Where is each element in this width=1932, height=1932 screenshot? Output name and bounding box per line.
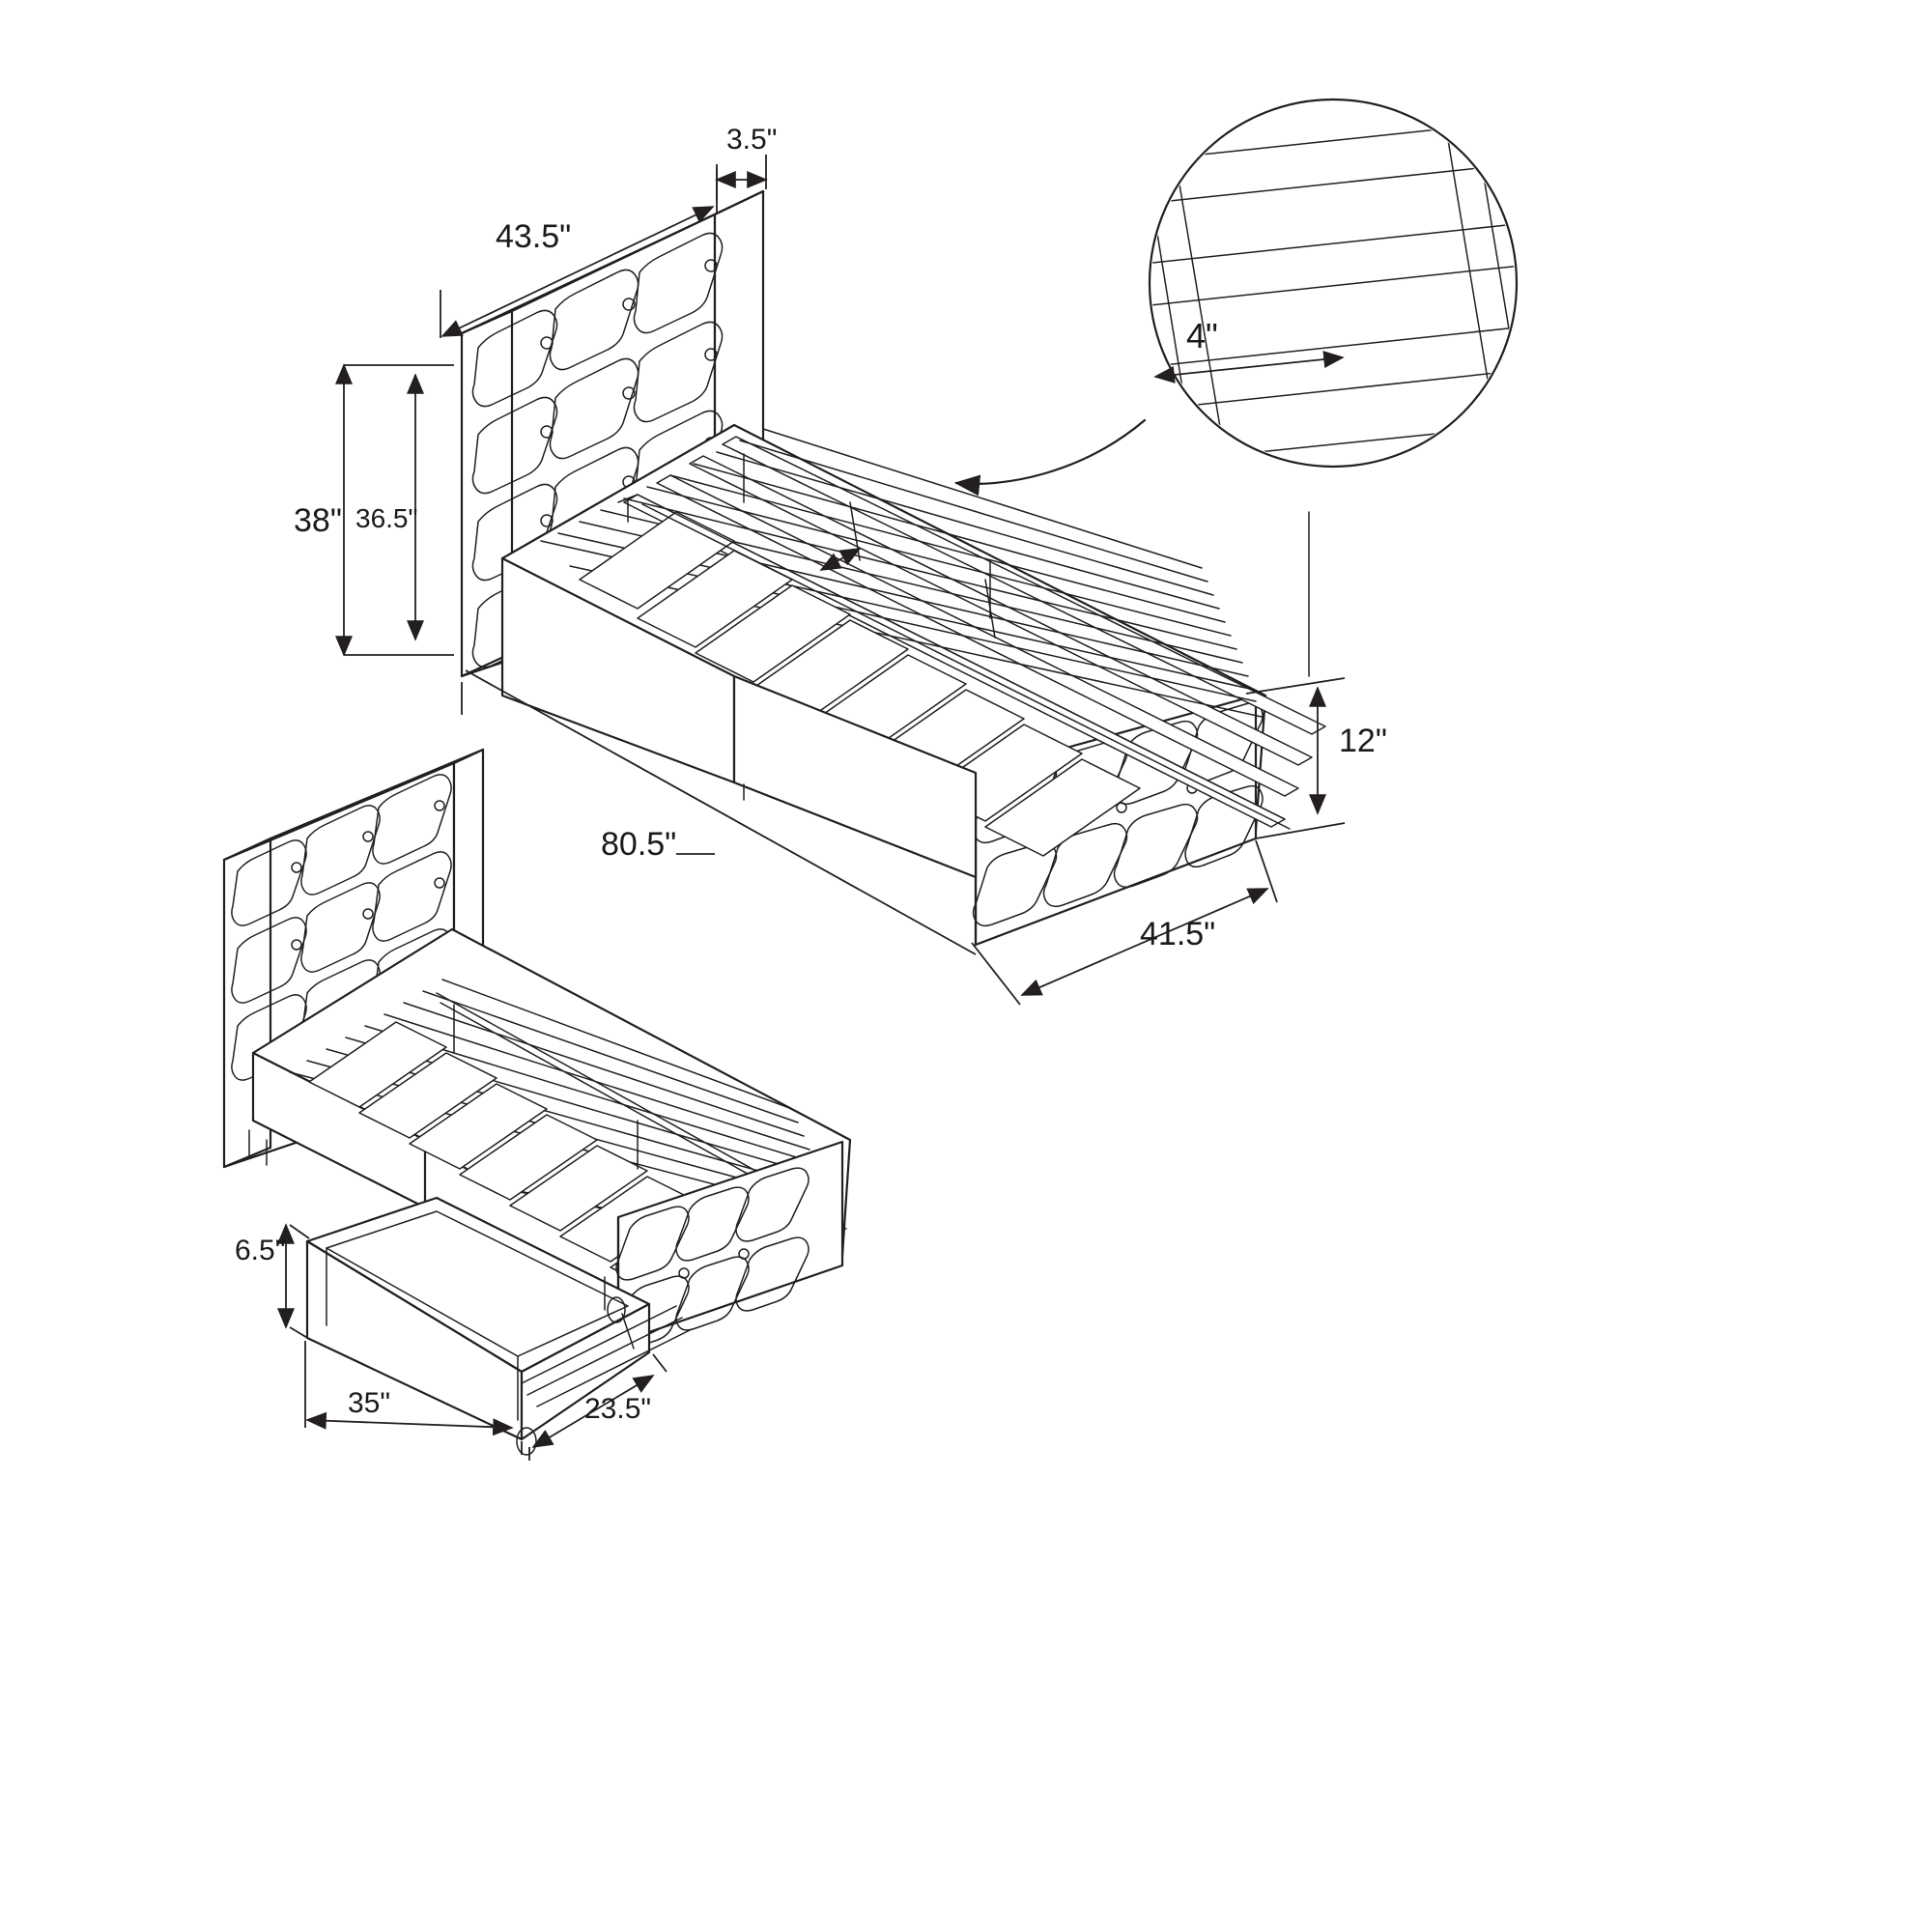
- upper-bed-view: [460, 189, 1326, 947]
- lower-bed-view: [222, 748, 852, 1456]
- detail-circle-callout: [953, 98, 1519, 497]
- dimension-label-headboard-width: 43.5": [496, 218, 572, 255]
- dimension-label-platform-height: 12": [1339, 723, 1387, 759]
- dimension-label-overall-length: 80.5": [601, 826, 677, 863]
- dimension-label-drawer-height: 6.5": [235, 1235, 286, 1266]
- dimension-label-slat-width: 4": [1186, 316, 1218, 355]
- dimension-label-drawer-width: 35": [348, 1387, 391, 1419]
- dimension-label-overall-width: 41.5": [1140, 916, 1216, 952]
- dimension-label-headboard-thickness: 3.5": [726, 124, 778, 156]
- dimension-label-overall-height: 38": [294, 502, 342, 539]
- upper-dimension-lines: [335, 155, 1346, 1006]
- dimension-label-headboard-height: 36.5": [355, 503, 418, 533]
- lower-dimension-lines: [277, 1223, 668, 1461]
- dimension-label-drawer-depth: 23.5": [584, 1393, 652, 1425]
